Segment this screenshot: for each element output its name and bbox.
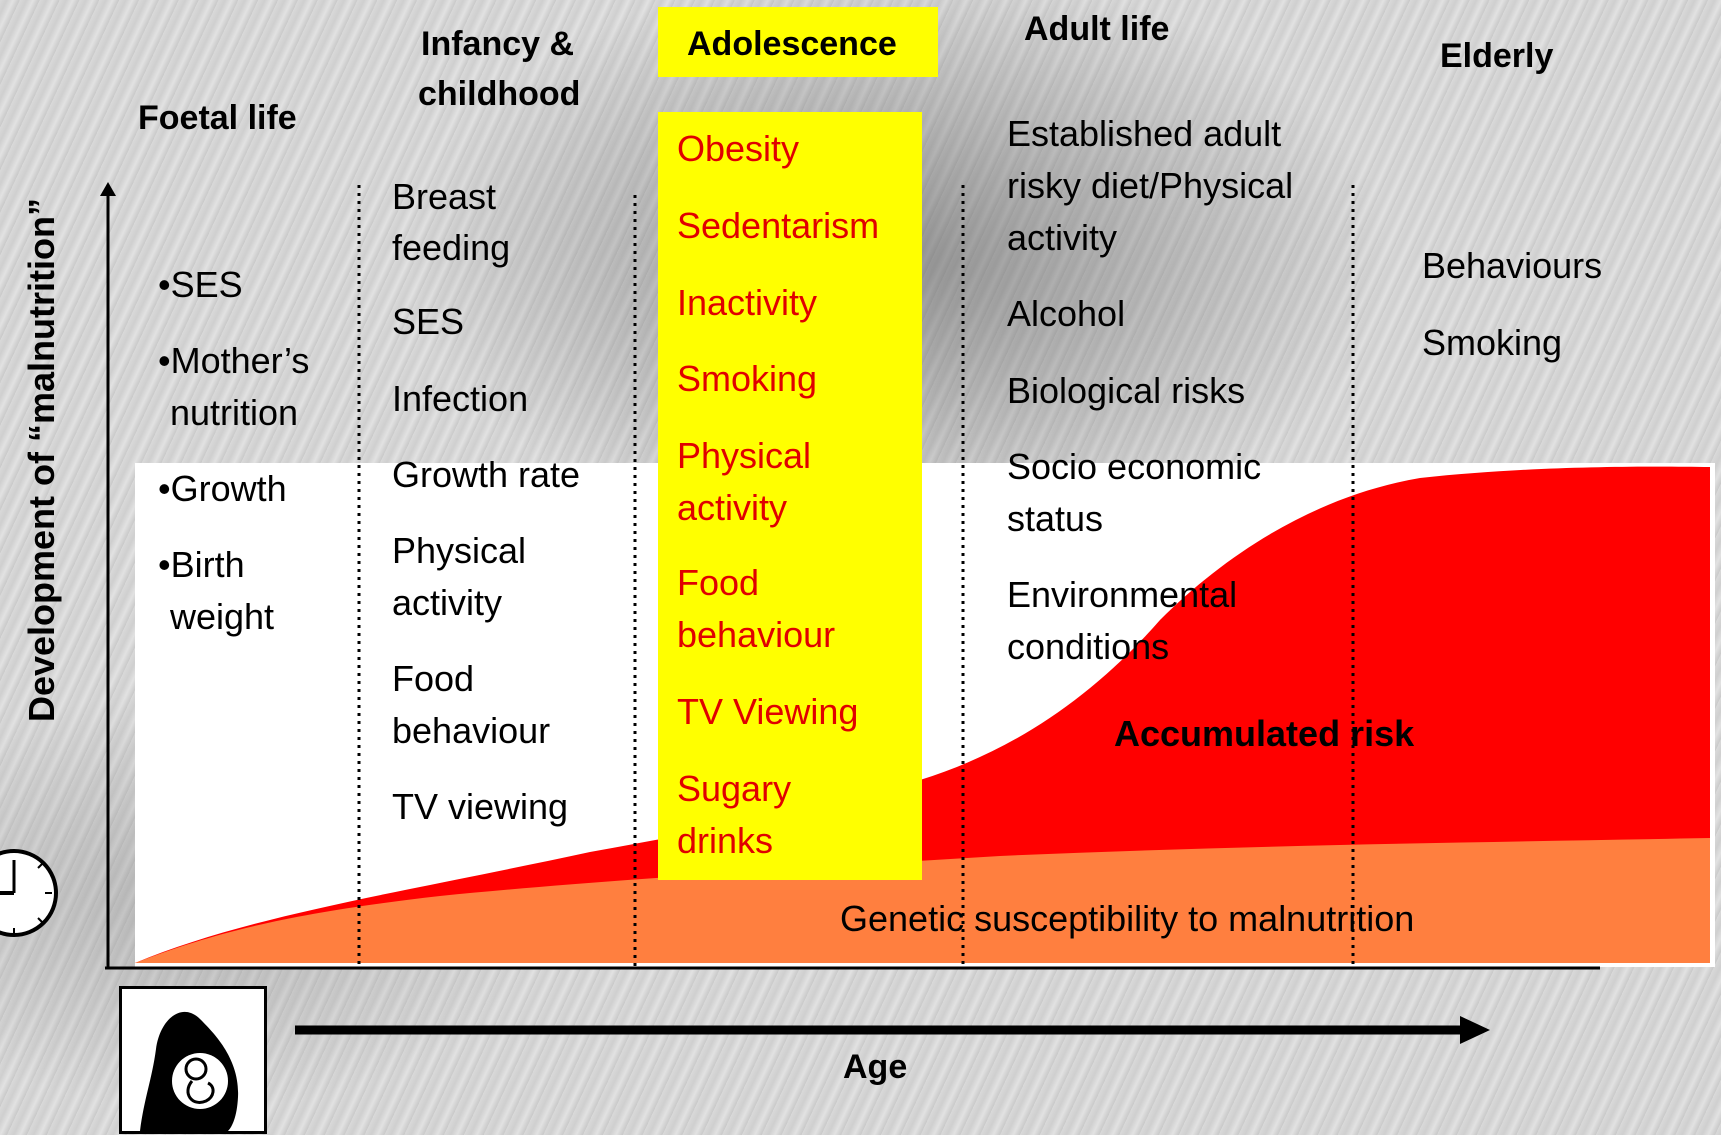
- elderly-item: Behaviours: [1422, 245, 1603, 286]
- adult-item: Socio economic: [1007, 446, 1262, 487]
- genetic-susceptibility-area: [135, 838, 1710, 963]
- adolescence-item: Inactivity: [677, 282, 818, 323]
- adult-item: status: [1007, 498, 1104, 539]
- adolescence-item: Smoking: [677, 358, 818, 399]
- adult-item: Biological risks: [1007, 370, 1246, 411]
- adolescence-item: Obesity: [677, 128, 800, 169]
- foetal-item: •Birth: [158, 544, 245, 585]
- y-axis-label: Development of “malnutrition”: [21, 197, 62, 723]
- stage-title-adolescence: Adolescence: [687, 25, 897, 63]
- foetal-item: •SES: [158, 264, 243, 305]
- adult-item: conditions: [1007, 626, 1170, 667]
- adult-item: Environmental: [1007, 574, 1238, 615]
- infancy-item: activity: [392, 582, 503, 623]
- adolescence-item: Sedentarism: [677, 205, 880, 246]
- infancy-item: behaviour: [392, 710, 551, 751]
- infancy-item: Growth rate: [392, 454, 581, 495]
- x-axis-label: Age: [843, 1048, 908, 1086]
- adolescence-item: Food: [677, 562, 760, 603]
- adult-item: Established adult: [1007, 113, 1282, 154]
- infancy-item: feeding: [392, 227, 511, 268]
- adolescence-highlight-box: [658, 112, 922, 880]
- accumulated-risk-area: [135, 466, 1710, 963]
- adolescence-item: TV Viewing: [677, 691, 859, 732]
- infancy-item: TV viewing: [392, 786, 569, 827]
- infancy-item: SES: [392, 301, 465, 342]
- infancy-item: Food: [392, 658, 475, 699]
- foetal-item: •Growth: [158, 468, 287, 509]
- arrow-right-icon: [295, 1016, 1490, 1044]
- adolescence-item: Physical: [677, 435, 812, 476]
- adolescence-item: activity: [677, 487, 788, 528]
- infancy-item: Physical: [392, 530, 527, 571]
- stage-title-adult: Adult life: [1024, 10, 1170, 48]
- adolescence-item: behaviour: [677, 614, 836, 655]
- adolescence-item: drinks: [677, 820, 774, 861]
- infancy-item: Infection: [392, 378, 529, 419]
- foetal-item: nutrition: [170, 392, 299, 433]
- stage-title-elderly: Elderly: [1440, 37, 1554, 75]
- stage-title-foetal: Foetal life: [138, 99, 297, 137]
- adult-item: risky diet/Physical: [1007, 165, 1294, 206]
- adolescence-header-highlight: [658, 7, 938, 77]
- genetic-susceptibility-label: Genetic susceptibility to malnutrition: [840, 898, 1415, 939]
- infancy-item: Breast: [392, 176, 497, 217]
- adolescence-item: Sugary: [677, 768, 792, 809]
- foetal-item: weight: [170, 596, 275, 637]
- y-axis-arrowhead: [100, 182, 116, 196]
- accumulated-risk-label: Accumulated risk: [1114, 713, 1415, 754]
- foetal-item: •Mother’s: [158, 340, 310, 381]
- stage-title-infancy-line2: childhood: [418, 75, 581, 113]
- adult-item: activity: [1007, 217, 1118, 258]
- elderly-item: Smoking: [1422, 322, 1563, 363]
- stage-title-infancy-line1: Infancy &: [421, 25, 575, 63]
- pregnant-woman-icon: [119, 986, 267, 1134]
- adult-item: Alcohol: [1007, 293, 1126, 334]
- clock-icon: [0, 849, 58, 937]
